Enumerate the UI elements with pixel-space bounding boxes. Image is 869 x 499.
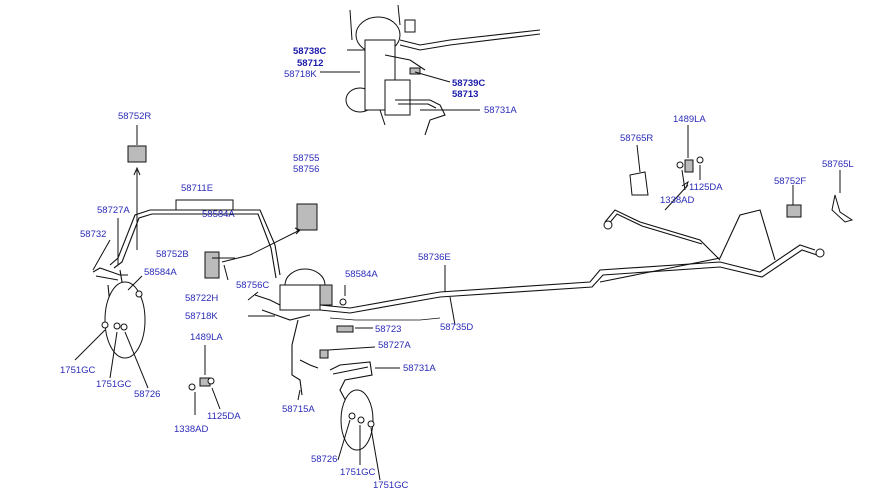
label-58756C: 58756C — [236, 280, 269, 291]
part-labels: 58738C 58712 58718K 58739C 58713 58731A … — [60, 46, 854, 491]
label-58726-bot: 58726 — [311, 454, 337, 465]
label-58584A-2: 58584A — [144, 267, 177, 278]
label-58584A-1: 58584A — [202, 209, 235, 220]
label-1489LA-left: 1489LA — [190, 332, 223, 343]
label-58731A-top: 58731A — [484, 105, 517, 116]
label-1338AD-right: 1338AD — [660, 195, 694, 206]
label-1751GC-1: 1751GC — [60, 365, 96, 376]
label-58765L: 58765L — [822, 159, 854, 170]
label-58752F: 58752F — [774, 176, 806, 187]
label-58723: 58723 — [375, 324, 401, 335]
label-58712: 58712 — [297, 58, 323, 69]
label-58738C: 58738C — [293, 46, 326, 57]
label-58711E: 58711E — [181, 183, 213, 194]
label-58731A-mid: 58731A — [403, 363, 436, 374]
label-58752B: 58752B — [156, 249, 189, 260]
label-58755: 58755 — [293, 153, 319, 164]
label-58739C: 58739C — [452, 78, 485, 89]
label-58765R: 58765R — [620, 133, 653, 144]
label-58718K-mid: 58718K — [185, 311, 218, 322]
label-1125DA-left: 1125DA — [207, 411, 241, 422]
label-58726-left: 58726 — [134, 389, 160, 400]
label-58752R: 58752R — [118, 111, 151, 122]
top-inset-assembly — [345, 4, 541, 136]
label-58736E: 58736E — [418, 252, 451, 263]
label-58718K-top: 58718K — [284, 69, 317, 80]
label-58732: 58732 — [80, 229, 106, 240]
label-1125DA-right: 1125DA — [689, 182, 723, 193]
label-1751GC-3: 1751GC — [340, 467, 376, 478]
label-1338AD-left: 1338AD — [174, 424, 208, 435]
label-58727A-mid: 58727A — [378, 340, 411, 351]
label-58713: 58713 — [452, 89, 478, 100]
label-58715A: 58715A — [282, 404, 315, 415]
label-58735D: 58735D — [440, 322, 473, 333]
label-58727A-left: 58727A — [97, 205, 130, 216]
label-58722H: 58722H — [185, 293, 218, 304]
label-1489LA-right: 1489LA — [673, 114, 706, 125]
label-58584A-3: 58584A — [345, 269, 378, 280]
leader-lines — [74, 49, 841, 481]
label-1751GC-4: 1751GC — [373, 480, 409, 491]
label-58756: 58756 — [293, 164, 319, 175]
brake-pipes — [92, 145, 854, 451]
label-1751GC-2: 1751GC — [96, 379, 132, 390]
